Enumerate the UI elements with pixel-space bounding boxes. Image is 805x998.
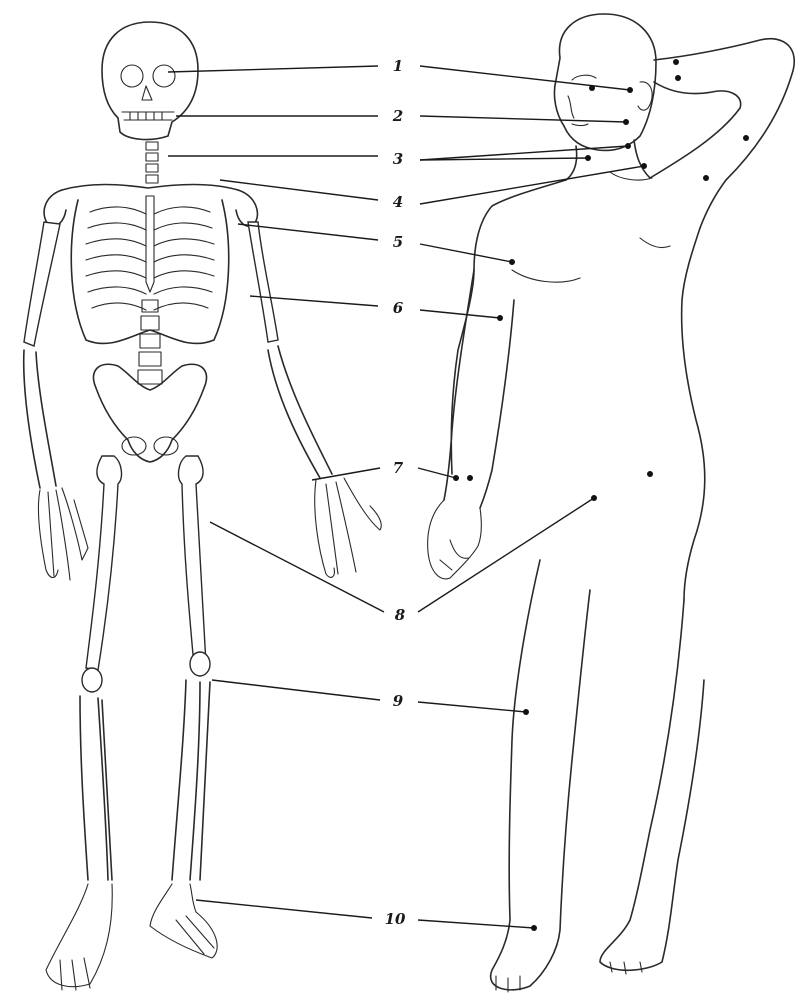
label-3: 3 (393, 150, 403, 168)
right-femur (179, 456, 206, 666)
pelvis (93, 364, 206, 462)
left-hand (428, 500, 482, 579)
left-lower-leg (80, 696, 112, 880)
right-foot (150, 884, 217, 958)
right-lower-leg (172, 680, 210, 880)
right-humerus (248, 222, 278, 342)
right-patella (190, 652, 210, 676)
leader-lines (168, 66, 644, 928)
left-foot (46, 884, 112, 990)
label-9: 9 (393, 692, 404, 710)
right-leg (600, 600, 704, 970)
label-7: 7 (393, 459, 404, 477)
nasal-cavity (142, 86, 152, 100)
rib-cage-outline (71, 200, 228, 344)
right-forearm (268, 346, 332, 478)
label-1: 1 (393, 57, 403, 75)
label-2: 2 (392, 107, 403, 125)
right-hand (315, 478, 382, 577)
skeleton-figure (24, 22, 382, 990)
left-forearm (24, 350, 56, 488)
number-labels: 1 2 3 4 5 6 7 8 9 10 (385, 57, 406, 928)
right-eye-socket (153, 65, 175, 87)
label-4: 4 (393, 193, 403, 211)
right-shoulder (236, 190, 257, 226)
left-shoulder (44, 190, 66, 226)
label-10: 10 (385, 910, 406, 928)
sternum (146, 196, 154, 292)
clavicles (62, 185, 238, 191)
left-hand (38, 488, 88, 580)
cervical-spine (146, 142, 158, 183)
label-6: 6 (393, 299, 404, 317)
left-patella (82, 668, 102, 692)
raised-arm (650, 39, 794, 228)
left-femur (86, 456, 121, 670)
left-humerus (24, 222, 60, 346)
torso (451, 180, 705, 600)
lumbar-spine (138, 300, 162, 384)
skull (102, 22, 198, 139)
ear (638, 82, 652, 110)
body-figure (428, 14, 795, 992)
feet-toes (496, 962, 642, 992)
label-5: 5 (393, 233, 403, 251)
left-eye-socket (121, 65, 143, 87)
teeth (122, 112, 174, 120)
left-arm (444, 270, 514, 508)
label-8: 8 (395, 606, 406, 624)
neck (566, 140, 650, 180)
ribs (86, 207, 214, 310)
